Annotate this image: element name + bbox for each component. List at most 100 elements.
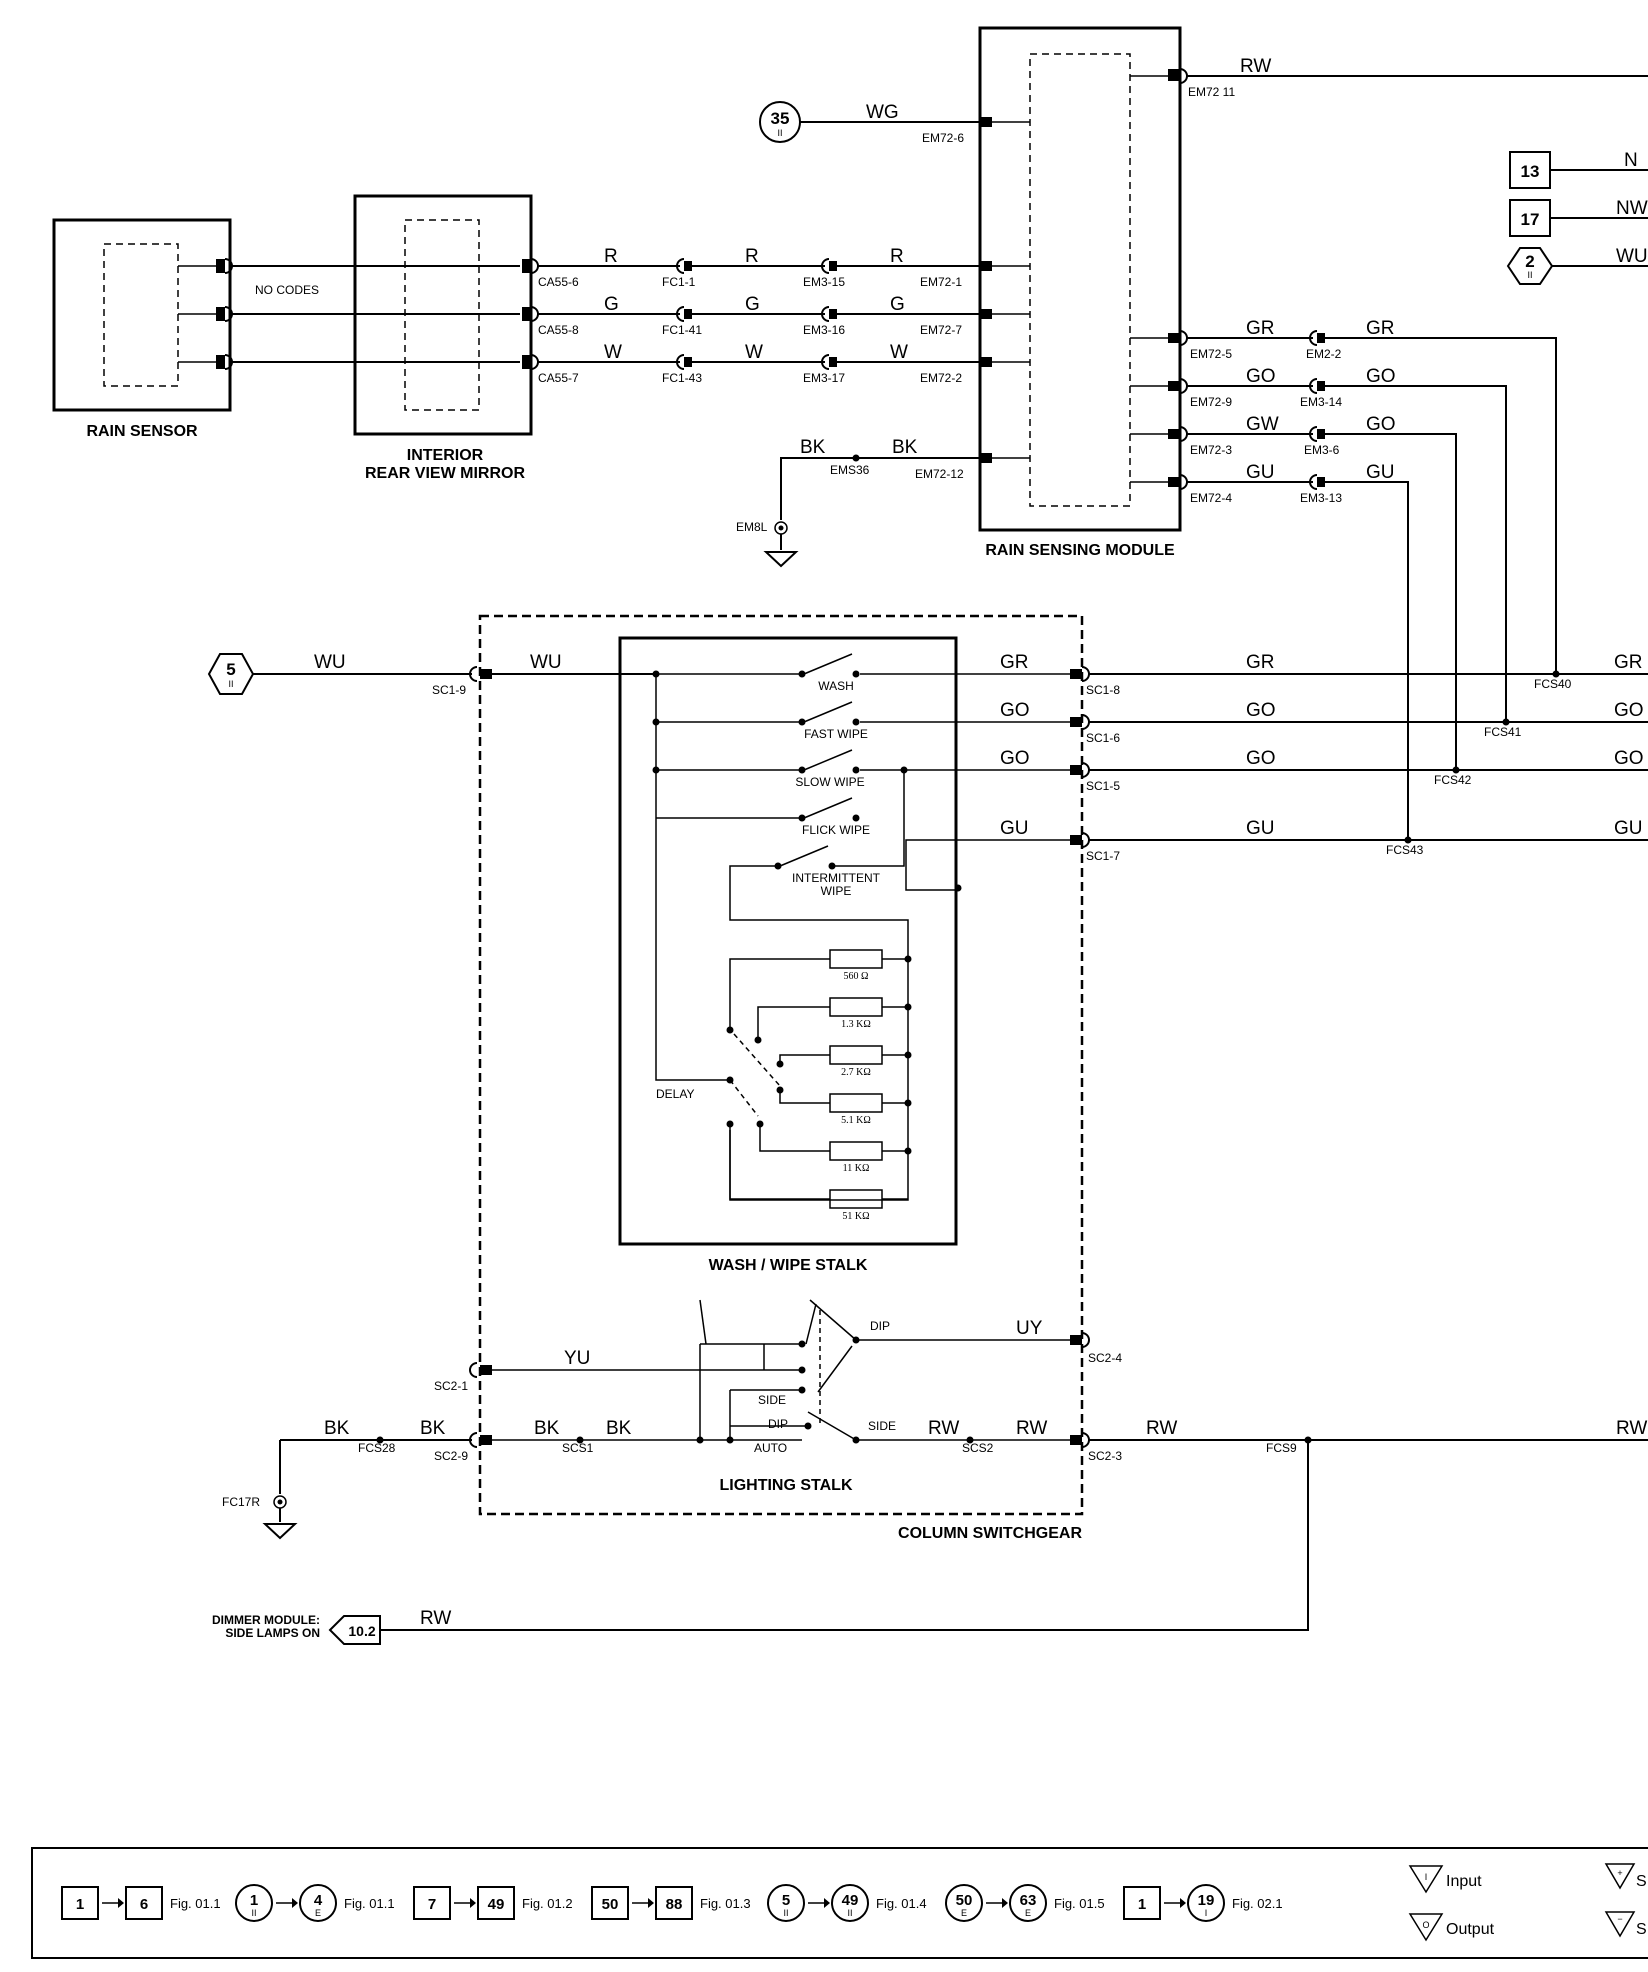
rain-sensor-label: RAIN SENSOR: [86, 423, 198, 440]
pin-em3-16: EM3-16: [803, 323, 845, 337]
wire-rw-top: RW: [1240, 56, 1271, 77]
legend-badge-sub: II: [251, 1908, 256, 1918]
ref-13-number: 13: [1521, 162, 1540, 181]
ground-fc17r: [262, 1495, 298, 1540]
legend-badge-1-a: 1II: [235, 1884, 273, 1922]
legend-arrowhead-icon: [292, 1898, 298, 1908]
wire-bk-gnd-1: BK: [324, 1418, 350, 1439]
pin-sc2-4: SC2-4: [1088, 1351, 1122, 1365]
wire-w-2: W: [745, 342, 763, 363]
pin-fcs42: FCS42: [1434, 773, 1472, 787]
legend-badge-number: 50: [602, 1896, 619, 1913]
wire-go-module-3: GO: [1366, 414, 1396, 435]
legend-splice-plus: + S: [1604, 1863, 1647, 1890]
legend-badge-2-a: 7: [413, 1886, 451, 1920]
pin-em72-2: EM72-2: [920, 371, 962, 385]
wire-bk-gnd-3: BK: [534, 1418, 560, 1439]
legend-badge-number: 5: [782, 1892, 790, 1909]
pin-sc1-9: SC1-9: [432, 683, 466, 697]
legend-badge-6-b: 19I: [1187, 1884, 1225, 1922]
legend-arrowhead-icon: [648, 1898, 654, 1908]
legend-arrowhead-icon: [470, 1898, 476, 1908]
pin-fcs41: FCS41: [1484, 725, 1522, 739]
pin-em72-9: EM72-9: [1190, 395, 1232, 409]
pin-em3-13: EM3-13: [1300, 491, 1342, 505]
resistor-560: 560 Ω: [844, 971, 869, 982]
legend-badge-0-b: 6: [125, 1886, 163, 1920]
switch-side-pos: SIDE: [758, 1393, 786, 1407]
pin-em3-15: EM3-15: [803, 275, 845, 289]
legend-badge-number: 6: [140, 1896, 148, 1913]
lighting-stalk-label: LIGHTING STALK: [719, 1477, 852, 1494]
legend-badge-sub: I: [1205, 1908, 1208, 1918]
wire-wu-1: WU: [314, 652, 346, 673]
wire-wu-cut: WU: [1616, 246, 1648, 267]
ref-10-2-connector: 10.2: [328, 1615, 381, 1645]
pin-sc1-6: SC1-6: [1086, 731, 1120, 745]
pin-sc1-8: SC1-8: [1086, 683, 1120, 697]
pin-fcs9: FCS9: [1266, 1441, 1297, 1455]
wire-gu-module-2: GU: [1366, 462, 1395, 483]
legend-badge-1-b: 4E: [299, 1884, 337, 1922]
pin-em72-12: EM72-12: [915, 467, 964, 481]
ref-2-connector: 2 II: [1506, 247, 1554, 285]
wire-wu-2: WU: [530, 652, 562, 673]
legend-badge-number: 1: [1138, 1896, 1146, 1913]
legend-badge-4-a: 5II: [767, 1884, 805, 1922]
ref-2-sub: II: [1527, 270, 1532, 280]
legend-output: O Output: [1408, 1913, 1495, 1942]
pin-em72-5: EM72-5: [1190, 347, 1232, 361]
legend-badge-sub: E: [315, 1908, 321, 1918]
wire-gr-module-2: GR: [1366, 318, 1395, 339]
pin-em3-14: EM3-14: [1300, 395, 1342, 409]
no-codes-label: NO CODES: [255, 283, 319, 297]
wire-bk-module-2: BK: [892, 437, 918, 458]
svg-text:−: −: [1617, 1914, 1622, 1924]
wire-gu-sc1-c: GU: [1614, 818, 1643, 839]
wire-g-2: G: [745, 294, 760, 315]
pin-sc2-1: SC2-1: [434, 1379, 468, 1393]
pin-fcs43: FCS43: [1386, 843, 1424, 857]
ref-5-sub: II: [228, 679, 233, 689]
wire-gu-module: GU: [1246, 462, 1275, 483]
ref-35-connector: 35 II: [759, 101, 801, 143]
ref-13-connector: 13: [1509, 151, 1551, 189]
wire-go-sc1-b: GO: [1000, 748, 1030, 769]
wire-r-2: R: [745, 246, 759, 267]
wash-wipe-stalk-label: WASH / WIPE STALK: [709, 1257, 868, 1274]
wire-gr-sc1-a: GR: [1000, 652, 1029, 673]
pin-em3-17: EM3-17: [803, 371, 845, 385]
pin-em72-7: EM72-7: [920, 323, 962, 337]
wire-rw-stalk-2: RW: [1016, 1418, 1047, 1439]
pin-fcs40: FCS40: [1534, 677, 1572, 691]
wire-gr-sc1-b: GR: [1246, 652, 1275, 673]
legend-badge-6-a: 1: [1123, 1886, 1161, 1920]
sc1-connectors: [1070, 666, 1648, 848]
legend-badge-2-b: 49: [477, 1886, 515, 1920]
column-switchgear-label: COLUMN SWITCHGEAR: [898, 1525, 1082, 1542]
legend-badge-3-a: 50: [591, 1886, 629, 1920]
column-switchgear-boundary: [478, 614, 1084, 1516]
pin-scs1: SCS1: [562, 1441, 594, 1455]
wire-rw-dimmer: RW: [420, 1608, 451, 1629]
pin-em72-1: EM72-1: [920, 275, 962, 289]
wire-r-3: R: [890, 246, 904, 267]
wire-n: N: [1624, 150, 1638, 171]
switch-side-out: SIDE: [868, 1419, 896, 1433]
legend-output-label: Output: [1446, 1921, 1495, 1938]
resistor-5-1k: 5.1 KΩ: [841, 1115, 871, 1126]
interior-rear-view-mirror: INTERIOR REAR VIEW MIRROR: [353, 194, 539, 482]
wire-go-sc1-e: GO: [1614, 700, 1644, 721]
ground-em8l: [763, 521, 799, 568]
wire-rw-stalk-3: RW: [1146, 1418, 1177, 1439]
pin-fc17r: FC17R: [222, 1495, 260, 1509]
wire-gu-sc1-a: GU: [1000, 818, 1029, 839]
mirror-label-2: REAR VIEW MIRROR: [365, 465, 525, 482]
switch-slow-wipe: SLOW WIPE: [795, 775, 864, 789]
rain-sensing-module: RAIN SENSING MODULE: [978, 26, 1188, 559]
pin-ca55-7: CA55-7: [538, 371, 579, 385]
wire-bk-gnd-4: BK: [606, 1418, 632, 1439]
wires-r-g-w: [538, 258, 992, 370]
legend-badge-number: 88: [666, 1896, 683, 1913]
